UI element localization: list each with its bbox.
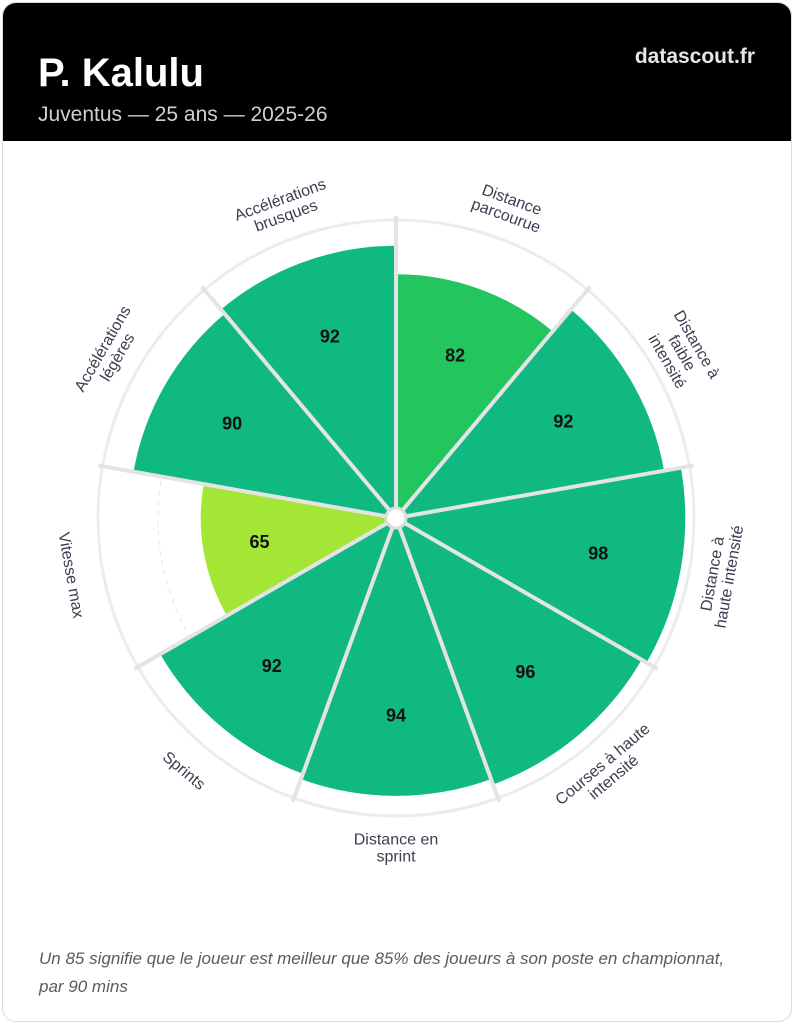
value-label: 96 (515, 662, 535, 682)
value-label: 92 (320, 326, 340, 346)
slice-separator (395, 516, 659, 671)
value-label: 94 (386, 705, 406, 725)
value-label: 65 (249, 532, 269, 552)
slice-3 (396, 518, 642, 785)
footer-note: Un 85 signifie que le joueur est meilleu… (39, 949, 725, 996)
category-label: Vitesse max (55, 531, 87, 619)
slice-separator (290, 517, 398, 803)
slice-separator (394, 517, 502, 803)
category-label: Accélérationslégères (72, 303, 149, 403)
value-label: 90 (222, 413, 242, 433)
value-label: 82 (445, 345, 465, 365)
slice-7 (133, 313, 396, 518)
slice-separator (133, 516, 397, 671)
slice-0 (396, 274, 553, 518)
slice-5 (160, 518, 396, 774)
header: P. Kalulu Juventus — 25 ans — 2025-26 da… (3, 3, 791, 141)
slice-4 (300, 518, 492, 796)
slice-separator (200, 285, 398, 520)
slice-8 (221, 245, 396, 518)
slice-2 (396, 467, 686, 663)
player-name: P. Kalulu (38, 51, 204, 95)
category-label: Distanceparcourue (469, 180, 548, 237)
value-label: 98 (588, 544, 608, 564)
value-label: 92 (262, 656, 282, 676)
player-subtitle: Juventus — 25 ans — 2025-26 (38, 103, 328, 126)
category-label: Distance àfaibleintensité (640, 308, 722, 399)
slice-1 (396, 309, 665, 518)
slice-6 (200, 484, 396, 616)
value-label: 92 (553, 411, 573, 431)
slice-separator (394, 285, 592, 520)
slice-separator (98, 463, 397, 520)
category-label: Sprints (159, 749, 208, 794)
category-label: Distance àhaute intensité (696, 521, 748, 630)
center-hub (384, 506, 408, 530)
brand-link[interactable]: datascout.fr (634, 45, 755, 68)
slice-separator (395, 463, 694, 520)
